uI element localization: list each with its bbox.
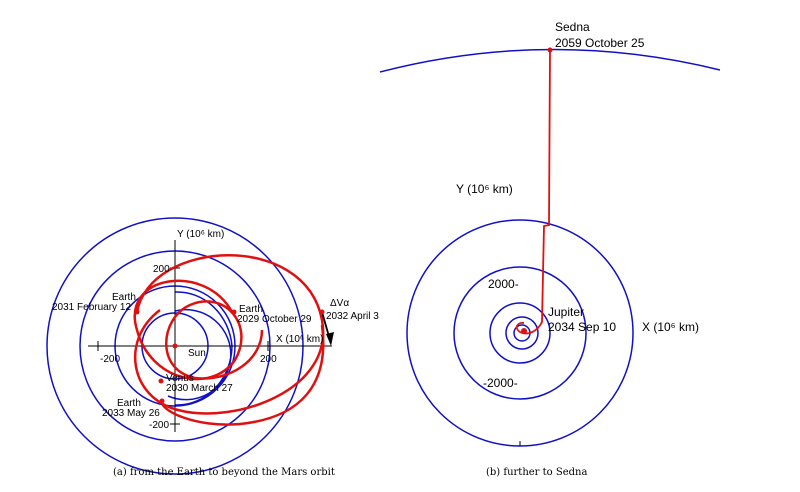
event-earth-2029-body: Earth: [239, 304, 263, 315]
delta-v-arrow: [321, 311, 334, 346]
panel-a-tick-y-pos: 200: [153, 264, 170, 275]
sun-label: Sun: [188, 348, 206, 359]
event-earth-2031-body: Earth: [112, 292, 136, 303]
panel-a-trajectory: [133, 254, 325, 426]
event-earth-2029-date: 2029 October 29: [237, 314, 312, 325]
event-earth-2031-date: 2031 February 12: [52, 302, 131, 313]
panel-a-y-axis-label: Y (10⁶ km): [177, 229, 224, 240]
marker-sedna: [547, 47, 553, 53]
marker-earth-2031: [134, 309, 140, 315]
orbit-b-3: [489, 302, 551, 364]
marker-jupiter: [521, 328, 527, 334]
orbit-b-2: [453, 266, 587, 400]
panel-b-x-axis-label: X (10⁶ km): [642, 320, 699, 334]
panel-b-markers: [521, 47, 553, 334]
panel-a-caption: (a) from the Earth to beyond the Mars or…: [113, 467, 335, 478]
sedna-date-label: 2059 October 25: [555, 36, 645, 50]
marker-earth-2029: [231, 309, 237, 315]
sedna-body-label: Sedna: [555, 20, 590, 34]
panel-b-caption: (b) further to Sedna: [486, 467, 587, 478]
event-venus-body: Venus: [166, 373, 194, 384]
marker-earth-2033: [159, 398, 165, 404]
panel-b-tick-pos: 2000-: [488, 277, 519, 291]
event-dv-date: 2032 April 3: [326, 311, 379, 322]
jupiter-body-label: Jupiter: [548, 305, 584, 319]
panel-a-markers: [134, 309, 325, 404]
panel-a-x-axis-label: X (10⁶ km): [276, 334, 323, 345]
panel-b-trajectory: [515, 49, 551, 335]
panel-a: Y (10⁶ km) X (10⁶ km) 200 -200 -200 200 …: [46, 217, 379, 478]
panel-b: Sedna 2059 October 25 Y (10⁶ km) 2000- J…: [379, 20, 721, 478]
panel-a-tick-y-neg: -200: [149, 420, 169, 431]
event-earth-2033-date: 2033 May 26: [102, 408, 160, 419]
event-earth-2033-body: Earth: [117, 398, 141, 409]
panel-b-y-axis-label: Y (10⁶ km): [456, 182, 513, 196]
event-dv-body: ΔVα: [330, 298, 349, 309]
panel-a-tick-x-pos: 200: [260, 354, 277, 365]
event-venus-date: 2030 March 27: [166, 383, 233, 394]
marker-venus-2030: [158, 378, 164, 384]
marker-sun: [172, 343, 178, 349]
panel-a-tick-x-neg: -200: [100, 354, 120, 365]
marker-dv-2032: [319, 309, 325, 315]
panel-a-axes: [88, 240, 332, 432]
panel-b-tick-neg: -2000-: [483, 376, 518, 390]
jupiter-date-label: 2034 Sep 10: [548, 320, 616, 334]
orbit-b-4: [505, 316, 539, 350]
